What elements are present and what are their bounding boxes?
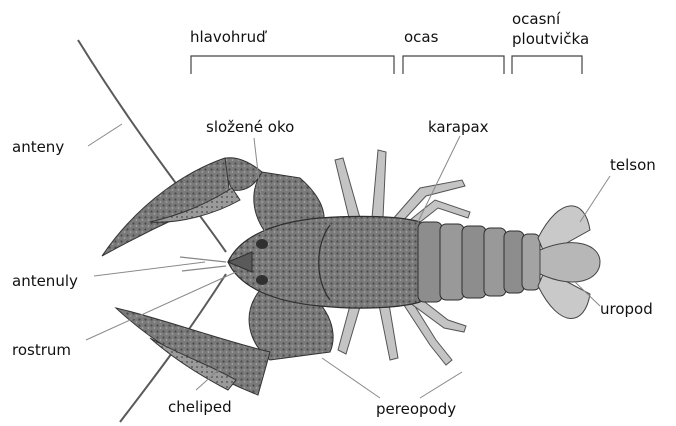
label-pereopods: pereopody xyxy=(376,400,456,418)
lower-claw-pincer xyxy=(116,308,270,395)
crayfish-illustration xyxy=(78,40,600,422)
label-head-thorax: hlavohruď xyxy=(190,28,267,46)
label-tail: ocas xyxy=(404,28,439,46)
compound-eye-left xyxy=(256,239,268,249)
label-carapace: karapax xyxy=(428,118,489,136)
bracket-tail-fan xyxy=(512,56,582,74)
leader-pereopods-1 xyxy=(322,358,380,398)
leader-antennae xyxy=(88,124,122,146)
abdomen xyxy=(418,222,540,302)
label-uropod: uropod xyxy=(600,300,653,318)
tail-fan xyxy=(538,206,600,319)
leader-telson xyxy=(580,176,610,222)
label-compound-eye: složené oko xyxy=(206,118,294,136)
label-antennules: antenuly xyxy=(12,272,78,290)
label-tail-fan-line1: ocasní xyxy=(512,10,561,28)
antennule-2 xyxy=(182,266,226,271)
section-brackets xyxy=(191,56,582,74)
label-rostrum: rostrum xyxy=(12,341,71,359)
bracket-head-thorax xyxy=(191,56,394,74)
compound-eye-right xyxy=(256,275,268,285)
leader-antennules xyxy=(94,262,205,276)
label-antennae: anteny xyxy=(12,138,64,156)
label-tail-fan-line2: ploutvička xyxy=(512,30,589,48)
label-telson: telson xyxy=(610,156,656,174)
bracket-tail xyxy=(403,56,504,74)
leader-pereopods-2 xyxy=(420,372,462,398)
antennule-1 xyxy=(180,257,226,262)
label-cheliped: cheliped xyxy=(168,398,232,416)
